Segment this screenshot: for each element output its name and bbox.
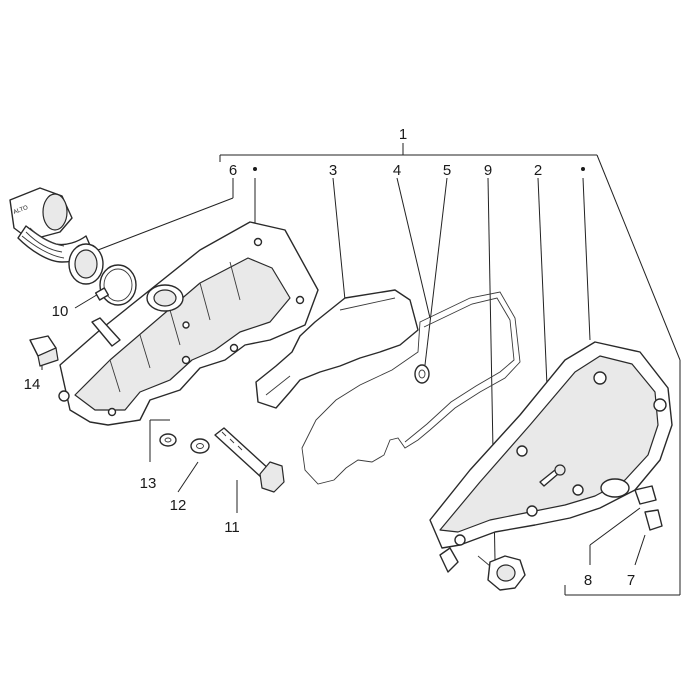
callout-9: 9 — [484, 162, 492, 179]
callout-10: 10 — [52, 303, 69, 320]
air-box-housing — [58, 221, 319, 426]
washer-13 — [159, 433, 177, 447]
callout-6: 6 — [229, 162, 237, 179]
screw-2 — [539, 464, 566, 487]
hose-clamp — [94, 264, 137, 306]
assembly-bracket — [219, 143, 681, 596]
knob-9 — [477, 555, 526, 591]
filter-element — [255, 289, 419, 409]
drain-valve — [634, 485, 657, 505]
intake-hose: ALTO — [9, 187, 104, 285]
grommet — [414, 364, 430, 384]
callout-7: 7 — [627, 572, 635, 589]
air-box-cover — [429, 341, 673, 573]
callout-4: 4 — [393, 162, 401, 179]
callout-11: 11 — [224, 519, 240, 536]
callout-14: 14 — [24, 376, 41, 393]
callout-labels: 1 2 3 4 5 6 7 8 9 10 11 12 13 14 — [24, 126, 636, 589]
clip-nut — [29, 335, 59, 367]
callout-2: 2 — [534, 162, 542, 179]
callout-5: 5 — [443, 162, 451, 179]
callout-12: 12 — [170, 497, 187, 514]
callout-13: 13 — [140, 475, 157, 492]
callout-3: 3 — [329, 162, 337, 179]
gasket — [301, 291, 521, 485]
hose-marking: ALTO — [13, 205, 30, 216]
bolt-11 — [214, 427, 285, 493]
callout-8: 8 — [584, 572, 592, 589]
lock-washer-12 — [190, 438, 210, 454]
callout-1: 1 — [399, 126, 407, 143]
drain-plug-7 — [644, 509, 663, 531]
